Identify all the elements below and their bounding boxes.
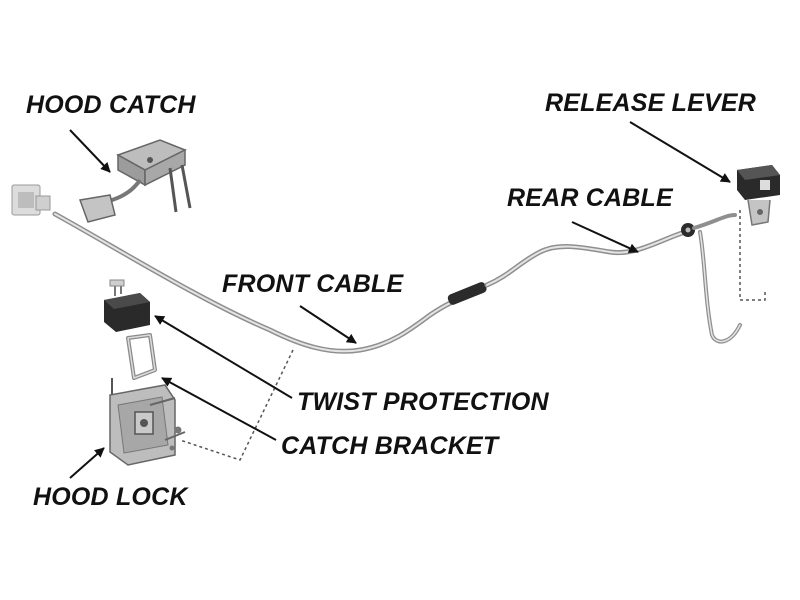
callout-arrows — [69, 121, 731, 479]
twist-protection-part — [104, 279, 150, 332]
release-lever-label: RELEASE LEVER — [545, 89, 756, 117]
hood-lock-arrow — [69, 447, 105, 479]
release-lever-part — [737, 165, 780, 226]
rear-cable-label: REAR CABLE — [507, 184, 673, 212]
cable-junction-sleeve — [447, 282, 487, 305]
front-cable-label: FRONT CABLE — [222, 270, 404, 298]
hood-catch-arrow — [69, 129, 111, 173]
catch-bracket-arrow — [161, 377, 277, 441]
release-lever-arrow — [629, 121, 731, 183]
rear-cable-line — [484, 229, 688, 288]
hood-lock-part — [109, 378, 186, 466]
twist-protection-arrow — [154, 315, 293, 399]
cable-clip — [11, 184, 51, 216]
rear-cable-arrow — [571, 221, 639, 253]
catch-bracket-part — [126, 333, 157, 380]
catch-bracket-label: CATCH BRACKET — [281, 432, 499, 460]
hood-catch-part — [78, 139, 192, 223]
twist-protection-label: TWIST PROTECTION — [297, 388, 549, 416]
front-cable-arrow — [299, 305, 357, 344]
hood-lock-label: HOOD LOCK — [33, 483, 188, 511]
hood-catch-label: HOOD CATCH — [26, 91, 196, 119]
cable-assembly — [52, 210, 766, 461]
